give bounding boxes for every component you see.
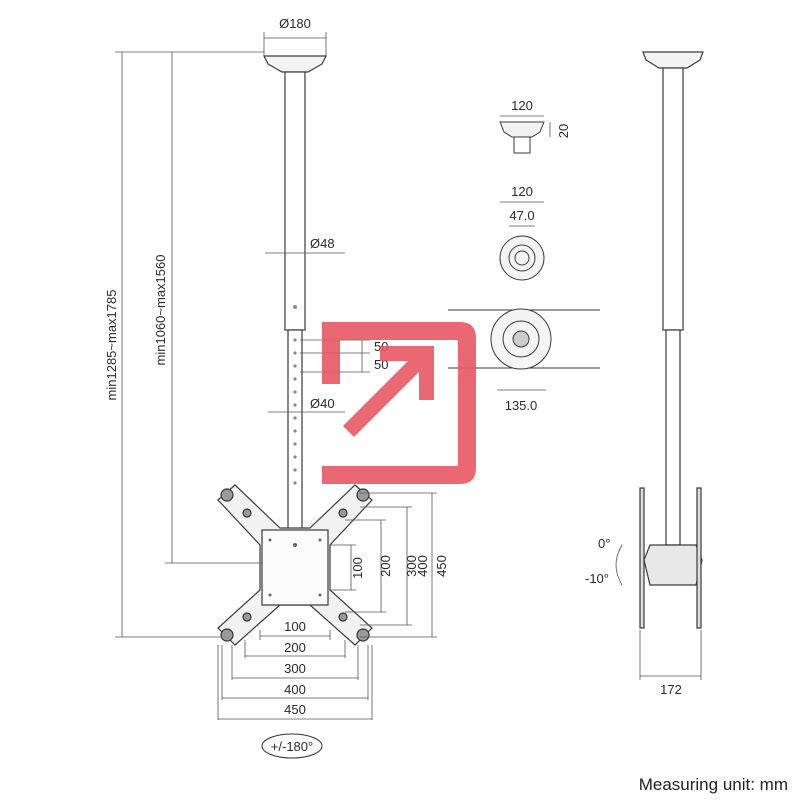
inner-pole-dia-label: Ø48 <box>310 236 335 251</box>
side-upper-pole <box>662 67 684 331</box>
flange-inner-label: 47.0 <box>509 208 534 223</box>
rotation-indicator <box>261 733 323 759</box>
vesa-v-200-label: 200 <box>378 555 393 577</box>
tilt-up-label: 0° <box>598 536 610 551</box>
vesa-h-450-label: 450 <box>284 702 306 717</box>
vesa-v-300-label: 300 <box>404 555 419 577</box>
cap-dimension-lines <box>500 115 551 137</box>
vesa-plate <box>217 484 373 646</box>
side-lower-pole <box>665 329 681 546</box>
side-screen-left <box>639 487 645 629</box>
vesa-h-300-label: 300 <box>284 661 306 676</box>
clamp-width-label: 135.0 <box>505 398 538 413</box>
cap-height-label: 20 <box>556 124 571 138</box>
pole-height-label: min1060~max1560 <box>153 255 168 366</box>
plate-knobs <box>220 488 370 642</box>
side-screen-right <box>696 487 702 629</box>
side-depth-label: 172 <box>660 682 682 697</box>
ceiling-plate-dia-label: Ø180 <box>279 16 311 31</box>
vesa-h-400-label: 400 <box>284 682 306 697</box>
external-link-watermark-icon <box>322 322 476 484</box>
flange-detail <box>499 235 545 281</box>
front-view <box>217 55 373 646</box>
vesa-h-200-label: 200 <box>284 640 306 655</box>
ceiling-plate <box>263 55 327 73</box>
front-dimension-lines <box>115 32 437 720</box>
side-ceiling-plate <box>642 51 704 69</box>
lower-pole-dia-label: Ø40 <box>310 396 335 411</box>
adjustment-holes <box>293 305 297 485</box>
side-tilt-bracket <box>643 544 703 586</box>
upper-pole <box>284 71 306 331</box>
side-dimension-lines <box>615 544 702 680</box>
cap-width-label: 120 <box>511 98 533 113</box>
total-height-label: min1285~max1785 <box>104 290 119 401</box>
cap-detail <box>499 121 545 154</box>
side-view <box>639 51 704 629</box>
flange-outer-label: 120 <box>511 184 533 199</box>
tilt-down-label: -10° <box>585 571 609 586</box>
rotation-label: +/-180° <box>271 739 313 754</box>
flange-dimension-lines <box>500 201 544 227</box>
measuring-unit-note: Measuring unit: mm <box>638 775 788 794</box>
plate-holes <box>268 538 322 597</box>
vesa-v-450-label: 450 <box>434 555 449 577</box>
vesa-h-100-label: 100 <box>284 619 306 634</box>
vesa-v-100-label: 100 <box>350 557 365 579</box>
vesa-v-400-label: 400 <box>415 555 430 577</box>
